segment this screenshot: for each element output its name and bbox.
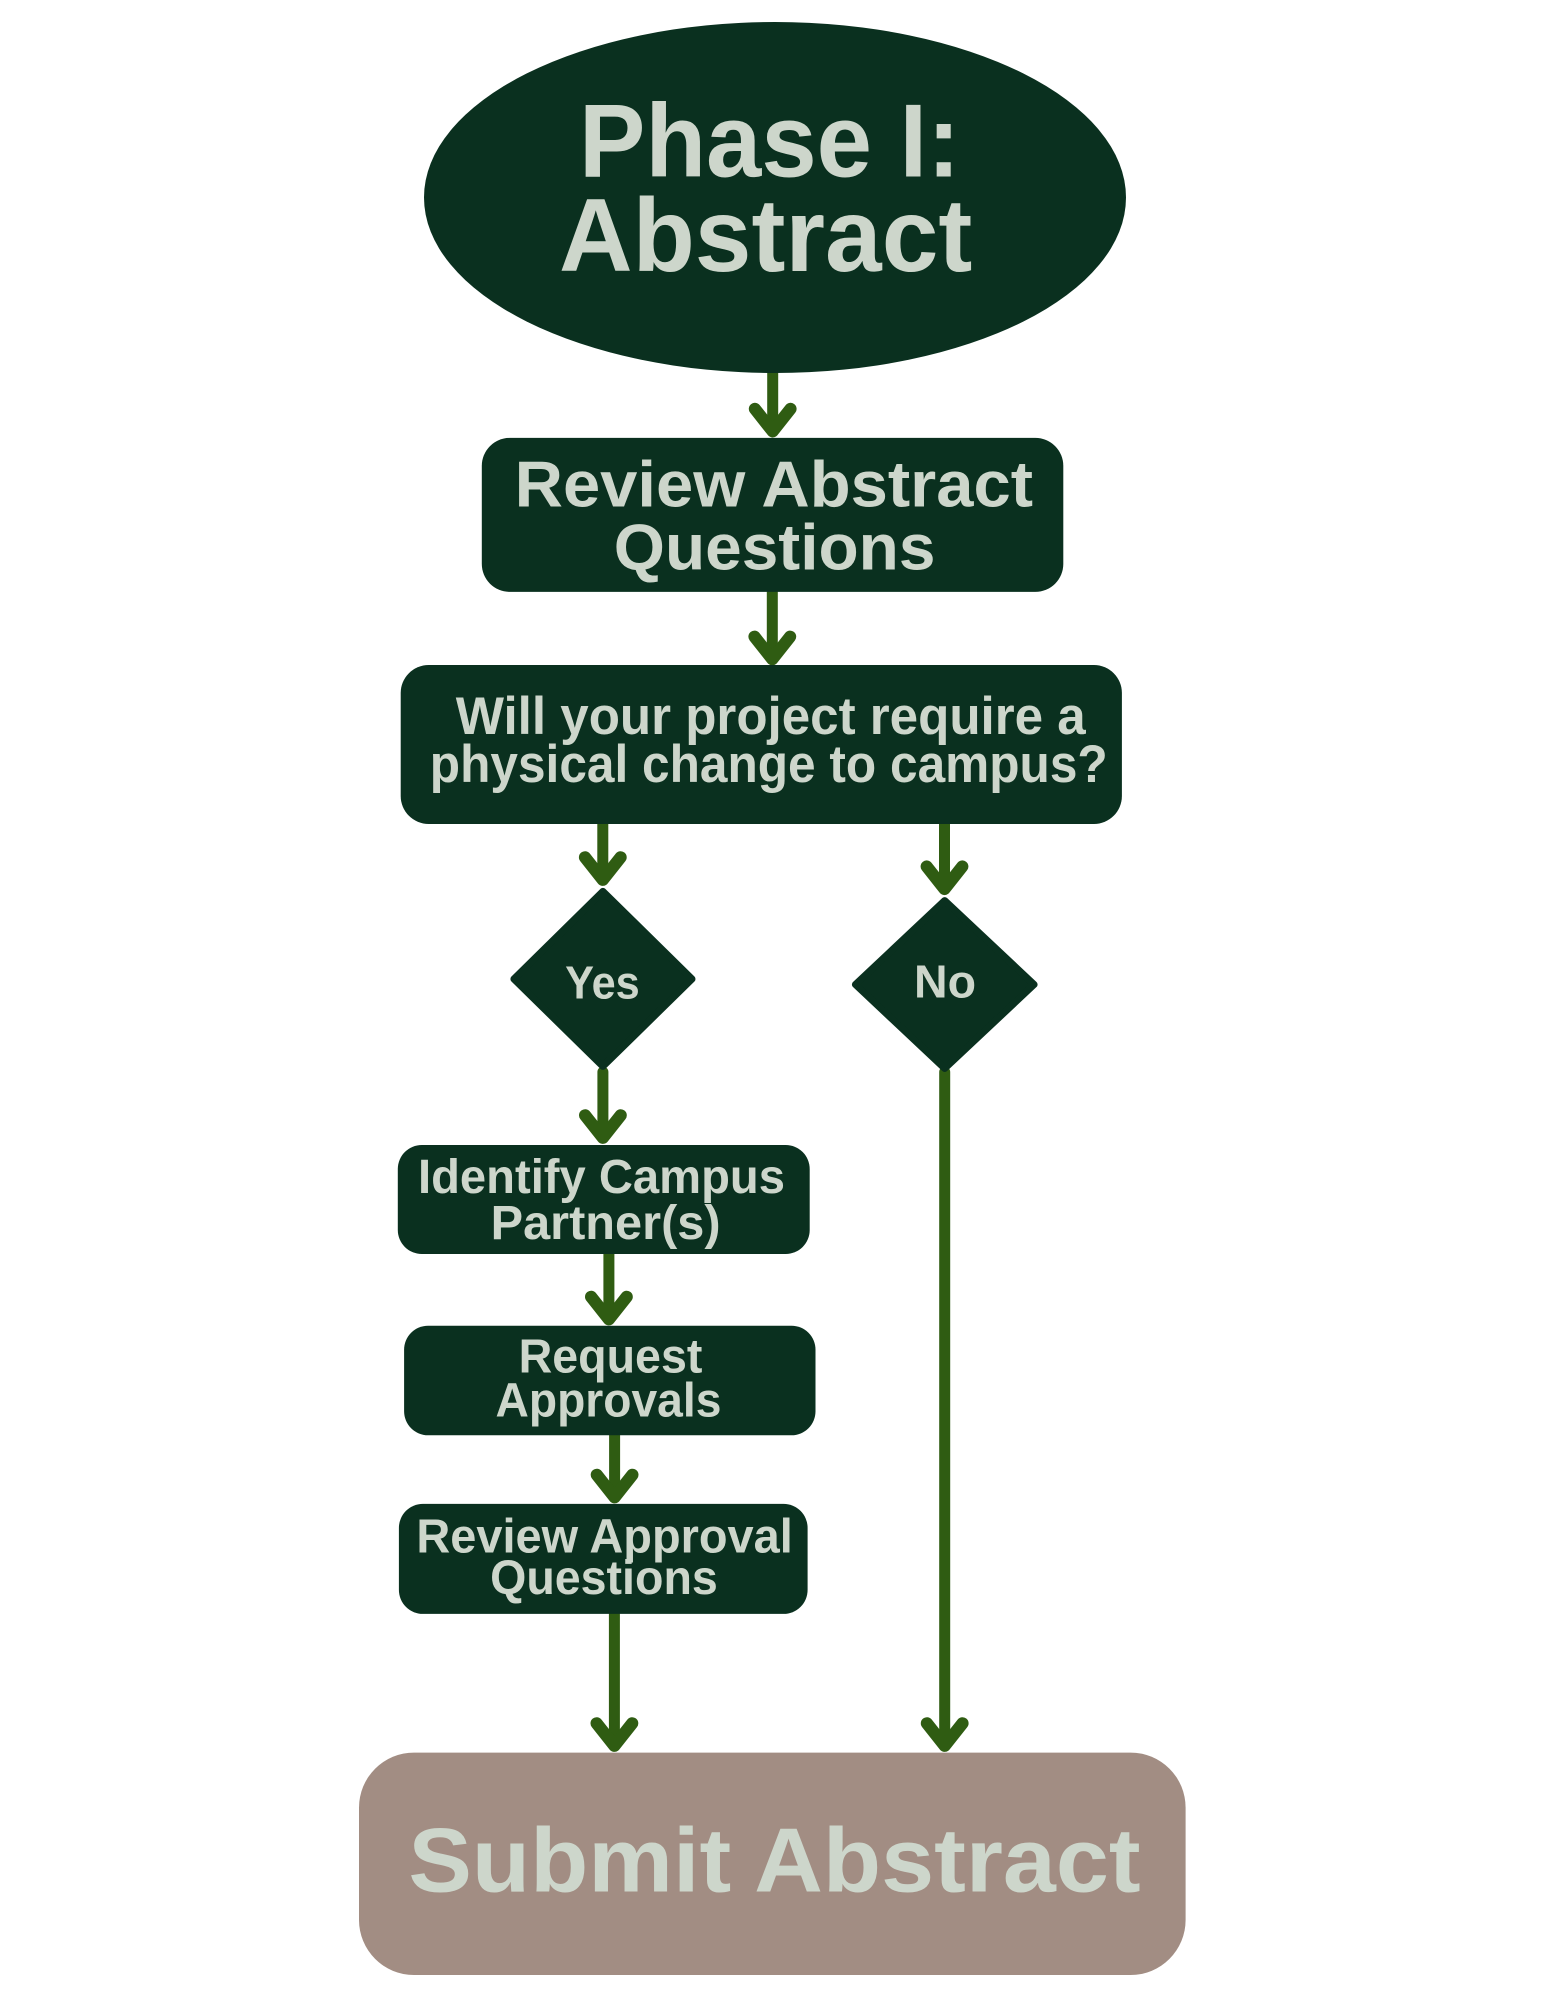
svg-text:Identify Campus: Identify Campus	[418, 1150, 785, 1204]
svg-text:Review Approval: Review Approval	[416, 1510, 792, 1564]
svg-text:Review Abstract: Review Abstract	[515, 447, 1033, 520]
svg-text:Approvals: Approvals	[496, 1373, 722, 1427]
svg-text:No: No	[914, 955, 976, 1007]
svg-text:Questions: Questions	[490, 1551, 718, 1605]
svg-text:Request: Request	[519, 1329, 703, 1383]
svg-text:physical change to campus?: physical change to campus?	[430, 735, 1108, 794]
svg-text:Submit Abstract: Submit Abstract	[408, 1810, 1140, 1911]
svg-text:Will your project require a: Will your project require a	[456, 687, 1087, 746]
svg-text:Phase I:: Phase I:	[579, 84, 960, 200]
svg-text:Yes: Yes	[565, 956, 640, 1008]
svg-text:Partner(s): Partner(s)	[491, 1196, 721, 1250]
svg-text:Abstract: Abstract	[559, 178, 972, 294]
svg-text:Questions: Questions	[614, 511, 936, 584]
